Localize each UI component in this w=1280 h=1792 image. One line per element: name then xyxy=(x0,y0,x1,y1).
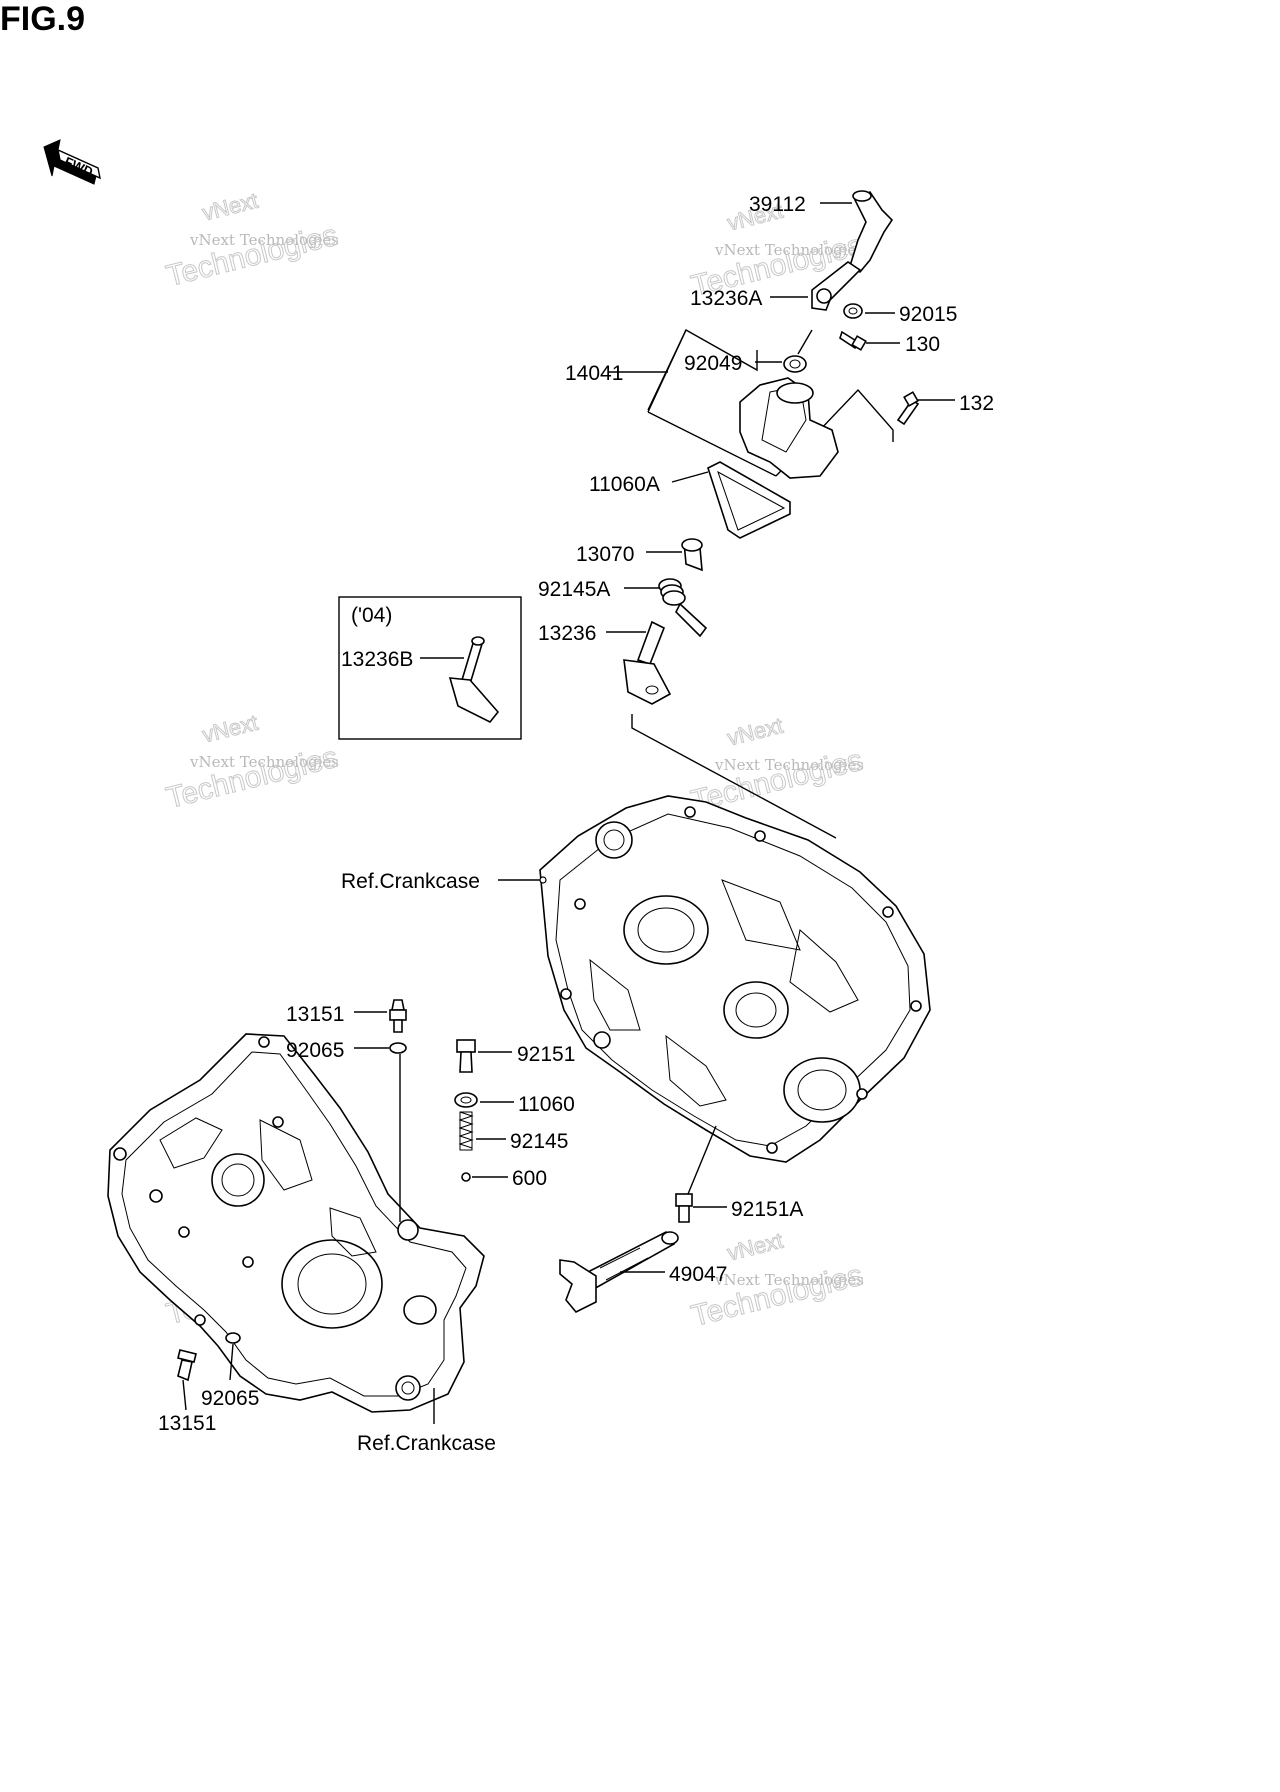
callout-132[interactable]: 132 xyxy=(959,392,994,415)
callout-130[interactable]: 130 xyxy=(905,333,940,356)
callout-ref-crankcase-upper[interactable]: Ref.Crankcase xyxy=(341,870,480,893)
callout-14041[interactable]: 14041 xyxy=(565,362,623,385)
leader-92151A-case xyxy=(687,1125,717,1195)
bracket-14041 xyxy=(608,329,894,477)
callout-11060[interactable]: 11060 xyxy=(518,1093,575,1116)
watermark-line3: Technologies xyxy=(163,219,341,293)
part-13070-bushing[interactable] xyxy=(681,538,703,572)
part-13236A-lever-arm[interactable] xyxy=(811,261,862,311)
fwd-arrow-icon: FWD xyxy=(43,139,101,185)
part-92151-plug[interactable] xyxy=(456,1039,476,1073)
watermark-line3: Technologies xyxy=(163,741,341,815)
callout-92065-bottom[interactable]: 92065 xyxy=(201,1387,259,1410)
callout-92015[interactable]: 92015 xyxy=(899,303,957,326)
callout-49047[interactable]: 49047 xyxy=(669,1263,727,1286)
part-13236B-shift-shaft[interactable] xyxy=(448,636,500,724)
part-13236-shift-shaft[interactable] xyxy=(623,620,672,705)
leader-13151-bottom xyxy=(182,1379,187,1411)
callout-92145A[interactable]: 92145A xyxy=(538,578,610,601)
callout-13151-bottom[interactable]: 13151 xyxy=(158,1412,216,1435)
callout-92065-top[interactable]: 92065 xyxy=(286,1039,344,1062)
callout-13070[interactable]: 13070 xyxy=(576,543,634,566)
watermark-line2: vNext Technologies xyxy=(189,231,339,249)
part-92065-top-washer[interactable] xyxy=(389,1042,407,1054)
watermark-line1: vNext xyxy=(200,710,261,748)
callout-39112[interactable]: 39112 xyxy=(749,193,806,216)
part-39112-shift-lever[interactable] xyxy=(849,190,894,274)
callout-13151-top[interactable]: 13151 xyxy=(286,1003,344,1026)
callout-ref-crankcase-lower[interactable]: Ref.Crankcase xyxy=(357,1432,496,1455)
callout-11060A[interactable]: 11060A xyxy=(589,473,660,496)
part-92049-oil-seal[interactable] xyxy=(783,355,807,373)
watermark-line2: vNext Technologies xyxy=(714,1271,864,1289)
watermark-line2: vNext Technologies xyxy=(714,241,864,259)
watermark-line1: vNext xyxy=(725,1228,786,1266)
part-shift-cover[interactable] xyxy=(739,377,839,479)
watermark-line2: vNext Technologies xyxy=(189,753,339,771)
part-92151A-plug[interactable] xyxy=(675,1193,693,1223)
part-92145A-spring[interactable] xyxy=(658,578,708,638)
leader-shaft-to-case xyxy=(631,714,837,839)
callout-92145[interactable]: 92145 xyxy=(510,1130,568,1153)
crankcase-left-half[interactable] xyxy=(107,1033,485,1413)
variant-year-label: ('04) xyxy=(351,604,392,627)
callout-600[interactable]: 600 xyxy=(512,1167,547,1190)
watermark-line1: vNext xyxy=(725,713,786,751)
figure-title: FIG.9 xyxy=(0,0,86,38)
leader-92049-shaft xyxy=(797,329,813,355)
watermark-line1: vNext xyxy=(200,188,261,226)
callout-92049[interactable]: 92049 xyxy=(684,352,742,375)
callout-92151A[interactable]: 92151A xyxy=(731,1198,803,1221)
part-13151-top-plug[interactable] xyxy=(389,999,407,1033)
callout-13236B[interactable]: 13236B xyxy=(341,648,413,671)
leader-11060A xyxy=(671,471,709,483)
part-49047-shift-drum[interactable] xyxy=(559,1230,679,1313)
callout-92151[interactable]: 92151 xyxy=(517,1043,575,1066)
leader-92065-bottom xyxy=(229,1343,234,1381)
callout-13236[interactable]: 13236 xyxy=(538,622,596,645)
watermark-line2: vNext Technologies xyxy=(714,756,864,774)
part-130-bolt[interactable] xyxy=(839,330,867,351)
variant-box-04: ('04) 13236B xyxy=(338,596,522,740)
part-132-bolt[interactable] xyxy=(896,391,920,426)
part-11060A-gasket[interactable] xyxy=(707,461,791,539)
crankcase-right-half[interactable] xyxy=(539,795,931,1163)
part-13151-bottom-plug[interactable] xyxy=(177,1349,197,1382)
part-92065-bottom-washer[interactable] xyxy=(225,1332,241,1344)
part-600-ball[interactable] xyxy=(461,1172,471,1182)
part-92015-nut[interactable] xyxy=(843,303,863,319)
part-92145-spring[interactable] xyxy=(458,1111,474,1151)
part-11060-gasket[interactable] xyxy=(454,1092,478,1108)
callout-13236A[interactable]: 13236A xyxy=(690,287,762,310)
